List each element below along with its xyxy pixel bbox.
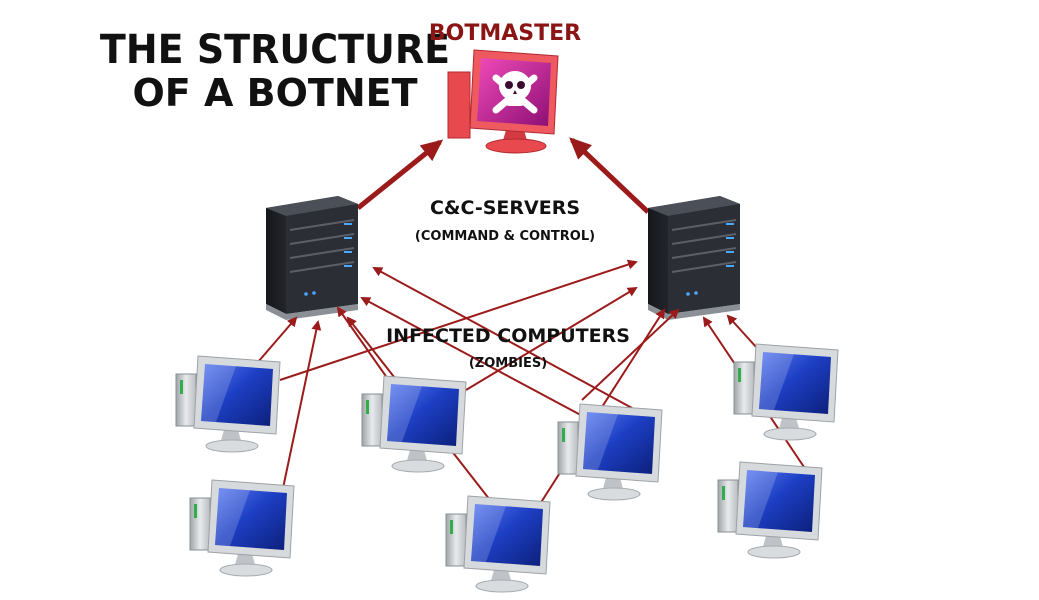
skull-crossbones-icon [492, 71, 538, 114]
zombie-computer-icon [175, 355, 281, 453]
botmaster-label: BOTMASTER [429, 21, 581, 46]
title-line-2: OF A BOTNET [133, 71, 418, 115]
zombie-computer-icon [189, 479, 295, 577]
cnc-server-right-icon [647, 195, 741, 321]
cnc-label: C&C-SERVERS [430, 197, 580, 219]
zombies-sublabel: (ZOMBIES) [469, 356, 547, 371]
zombies-label: INFECTED COMPUTERS [386, 325, 630, 347]
zombie-computer-icon [557, 403, 663, 501]
zombie-computer-icon [361, 375, 467, 473]
cnc-sublabel: (COMMAND & CONTROL) [415, 229, 595, 244]
zombie-computer-icon [733, 343, 839, 441]
cnc-server-left-icon [265, 195, 359, 321]
zombie-computer-icon [717, 461, 823, 559]
cnc-to-botmaster-arrows [356, 137, 650, 214]
zombie-computer-icon [445, 495, 551, 593]
title-line-1: THE STRUCTURE [100, 27, 450, 73]
arrow-left-server-to-botmaster [356, 139, 444, 210]
botmaster-computer-icon [447, 49, 559, 154]
arrow-right-server-to-botmaster [569, 137, 650, 214]
